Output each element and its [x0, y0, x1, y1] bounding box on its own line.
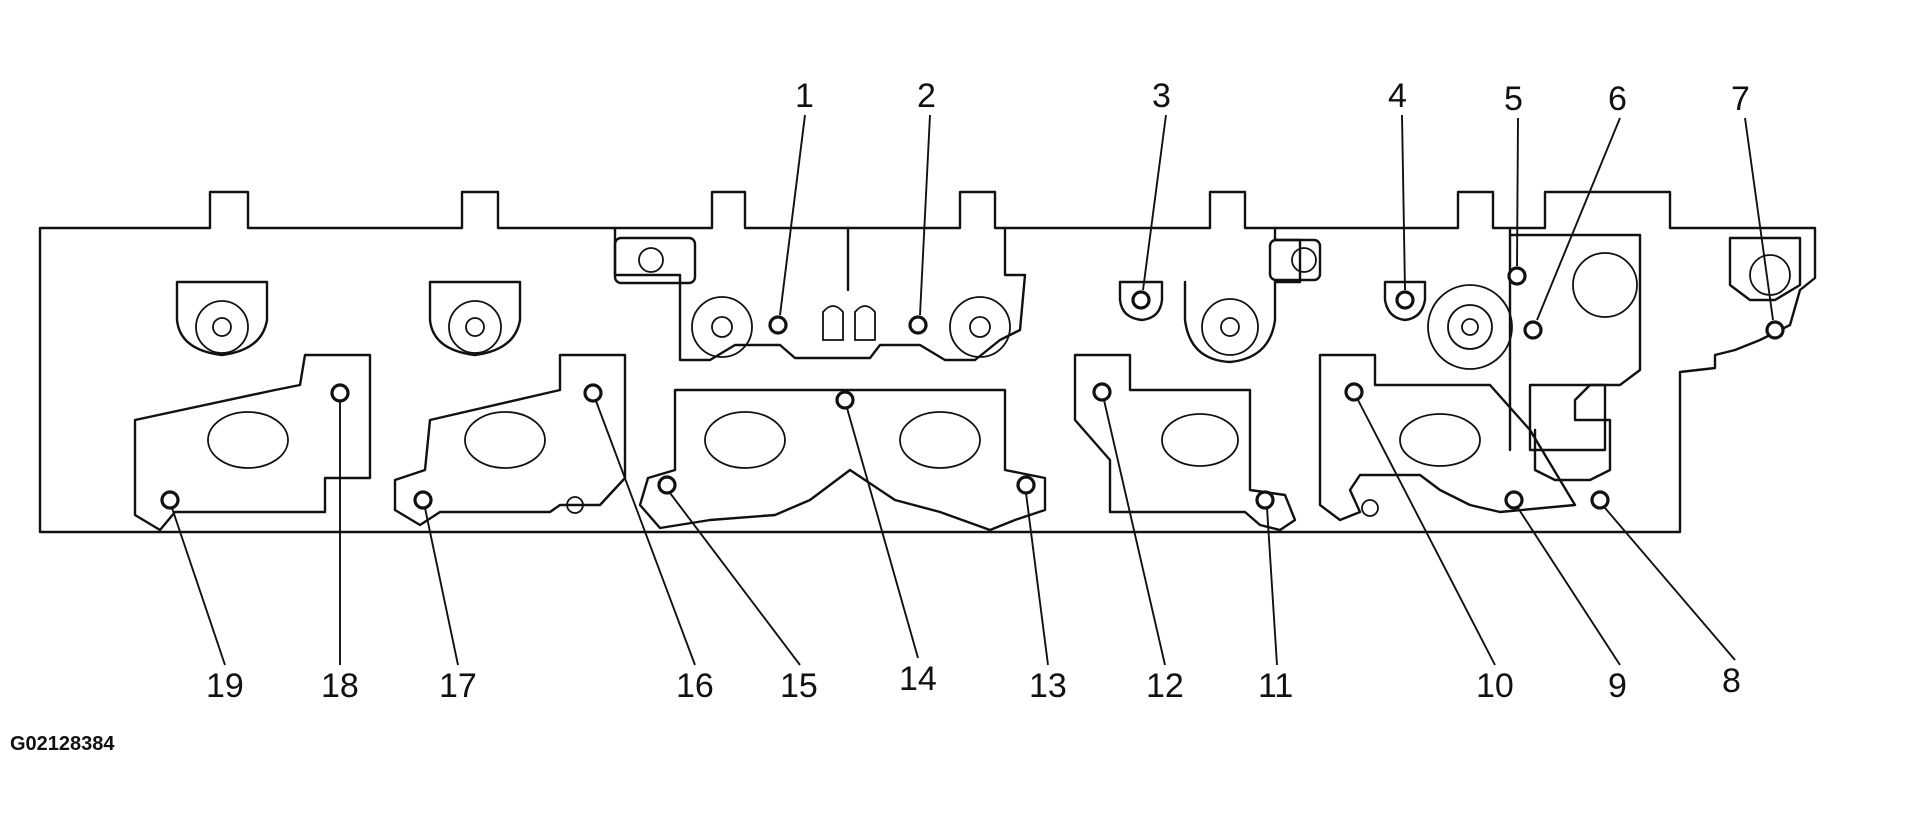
callout-17: 17: [439, 667, 477, 705]
callout-15: 15: [780, 667, 818, 705]
bolt-9: [1504, 490, 1524, 510]
bolt-10: [1344, 382, 1364, 402]
bolt-holes: [160, 266, 1785, 510]
callout-12: 12: [1146, 667, 1184, 705]
bolt-8: [1590, 490, 1610, 510]
callout-9: 9: [1608, 667, 1627, 705]
callout-14: 14: [899, 660, 937, 698]
bolt-18: [330, 383, 350, 403]
bolt-14: [835, 390, 855, 410]
bolt-5: [1507, 266, 1527, 286]
callout-3: 3: [1152, 77, 1171, 115]
callout-13: 13: [1029, 667, 1067, 705]
bolt-2: [908, 315, 928, 335]
figure-id: G02128384: [10, 733, 115, 755]
bolt-17: [413, 490, 433, 510]
callout-8: 8: [1722, 662, 1741, 700]
cylinder-head-outline: [38, 190, 1817, 534]
callout-7: 7: [1731, 80, 1750, 118]
callout-numbers: 1 2 3 4 5 6 7 8 9 10 11 12 13 14 15 16 1…: [206, 77, 1750, 705]
bolt-19: [160, 490, 180, 510]
bolt-4: [1395, 290, 1415, 310]
bolt-7: [1765, 320, 1785, 340]
callout-18: 18: [321, 667, 359, 705]
callout-10: 10: [1476, 667, 1514, 705]
cam-bearing-bosses: [175, 226, 1802, 482]
callout-leaders: [171, 114, 1774, 666]
callout-11: 11: [1258, 667, 1293, 705]
bolt-12: [1092, 382, 1112, 402]
bolt-15: [657, 475, 677, 495]
exhaust-port-flanges: [133, 353, 1577, 532]
bolt-13: [1016, 475, 1036, 495]
callout-1: 1: [795, 77, 814, 115]
bolt-6: [1523, 320, 1543, 340]
bolt-16: [583, 383, 603, 403]
callout-6: 6: [1608, 80, 1627, 118]
callout-2: 2: [917, 77, 936, 115]
bolt-1: [768, 315, 788, 335]
bolt-3: [1131, 290, 1151, 310]
bolt-11: [1255, 490, 1275, 510]
callout-4: 4: [1388, 77, 1407, 115]
callout-19: 19: [206, 667, 244, 705]
callout-16: 16: [676, 667, 714, 705]
callout-5: 5: [1504, 80, 1523, 118]
